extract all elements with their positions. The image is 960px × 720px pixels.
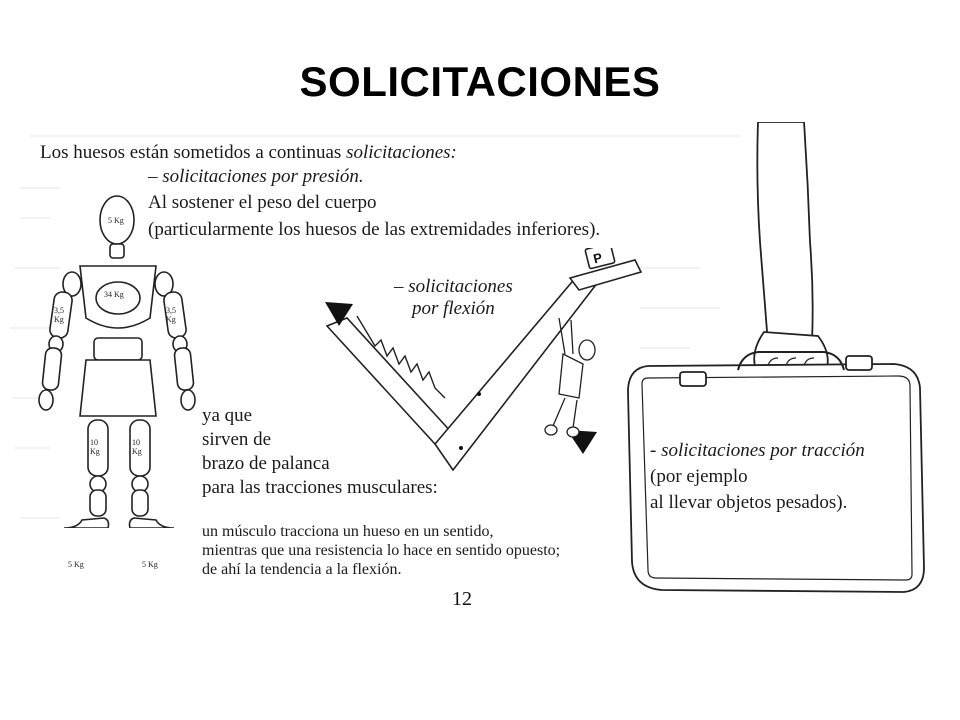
flexion-label-line-1: – solicitaciones bbox=[394, 276, 513, 297]
latch-right bbox=[845, 355, 873, 371]
arm bbox=[756, 122, 814, 345]
suitcase-illustration bbox=[627, 122, 925, 593]
presion-line-1: Al sostener el peso del cuerpo bbox=[148, 192, 377, 213]
intro-text: Los huesos están sometidos a continuas s… bbox=[40, 142, 457, 164]
intro-prefix: Los huesos están sometidos a continuas bbox=[40, 142, 347, 163]
weight-label-thigh-left: 10 Kg bbox=[90, 438, 100, 456]
mannequin-figure bbox=[38, 195, 196, 528]
flexion-label: – solicitaciones por flexión bbox=[394, 276, 513, 320]
mannequin-forearm-left bbox=[41, 347, 63, 391]
mannequin-forearm-right bbox=[173, 347, 195, 391]
presion-heading: – solicitaciones por presión. bbox=[148, 166, 364, 187]
lever-top-plank bbox=[568, 259, 643, 291]
note-line-1: un músculo tracciona un hueso en un sent… bbox=[202, 523, 494, 540]
weight-label-thigh-right: 10 Kg bbox=[132, 438, 142, 456]
weight-block-label: P bbox=[592, 250, 604, 267]
mannequin-shin-left bbox=[89, 489, 107, 517]
scanned-page-background bbox=[10, 135, 740, 519]
lever-line-3: brazo de palanca bbox=[202, 453, 330, 474]
presion-line-2: (particularmente los huesos de las extre… bbox=[148, 219, 601, 240]
mannequin-hand-right bbox=[180, 389, 196, 411]
hanging-figure-head bbox=[578, 339, 596, 361]
hanging-figure-body bbox=[558, 352, 584, 399]
weight-label-torso: 34 Kg bbox=[104, 290, 124, 299]
note-line-3: de ahí la tendencia a la flexión. bbox=[202, 561, 402, 578]
suitcase-body bbox=[627, 363, 925, 593]
mannequin-foot-right bbox=[128, 517, 175, 528]
lever-line-4: para las tracciones musculares: bbox=[202, 477, 438, 498]
lever-line-1: ya que bbox=[202, 405, 253, 426]
latch-left bbox=[679, 371, 707, 387]
weight-label-arm-left: 3,5 Kg bbox=[54, 306, 64, 324]
flexion-diagram: P bbox=[325, 248, 643, 472]
mannequin-foot-left bbox=[63, 517, 110, 528]
muscle-spring bbox=[356, 315, 446, 399]
mannequin-shin-right bbox=[131, 489, 149, 517]
mannequin-neck bbox=[109, 243, 125, 259]
mannequin-hand-left bbox=[38, 389, 54, 411]
weight-label-arm-right: 3,5 Kg bbox=[166, 306, 176, 324]
traccion-line-2: (por ejemplo bbox=[650, 466, 748, 487]
mannequin-waist bbox=[93, 337, 143, 361]
weight-label-foot-right: 5 Kg bbox=[142, 560, 158, 569]
intro-italic: solicitaciones: bbox=[346, 142, 457, 163]
lever-line-2: sirven de bbox=[202, 429, 272, 450]
flexion-label-line-2: por flexión bbox=[411, 298, 495, 319]
mannequin-shoulder-right bbox=[154, 271, 174, 297]
explanation-note: un músculo tracciona un hueso en un sent… bbox=[202, 522, 560, 579]
lever-text: ya que sirven de brazo de palanca para l… bbox=[202, 404, 438, 500]
traccion-line-3: al llevar objetos pesados). bbox=[650, 492, 848, 513]
traccion-line-1: - solicitaciones por tracción bbox=[650, 440, 865, 461]
traccion-text: - solicitaciones por tracción (por ejemp… bbox=[650, 438, 865, 516]
mannequin-shoulder-left bbox=[62, 271, 82, 297]
slide-title: SOLICITACIONES bbox=[299, 58, 661, 105]
page-number: 12 bbox=[452, 588, 472, 610]
mannequin-hips bbox=[79, 359, 157, 417]
weight-label-head: 5 Kg bbox=[108, 216, 124, 225]
weight-block bbox=[584, 248, 616, 270]
weight-label-foot-left: 5 Kg bbox=[68, 560, 84, 569]
note-line-2: mientras que una resistencia lo hace en … bbox=[202, 542, 561, 559]
force-arrow-left bbox=[325, 302, 353, 326]
suitcase-handle bbox=[737, 351, 845, 371]
